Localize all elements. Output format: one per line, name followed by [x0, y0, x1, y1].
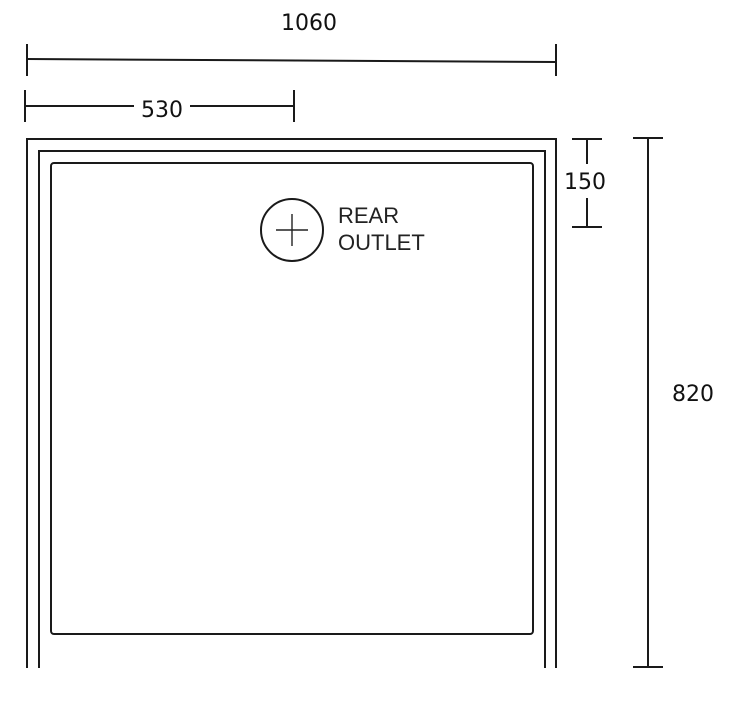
dimension-overall-width: 1060 — [26, 11, 557, 76]
dimension-label-overall-width: 1060 — [281, 11, 337, 36]
dimension-label-half-width: 530 — [141, 98, 183, 123]
dimension-outlet-offset: 150 — [564, 138, 606, 228]
outlet-label-line1: REAR — [338, 203, 399, 228]
dimension-label-overall-depth: 820 — [672, 382, 714, 407]
dimension-label-outlet-offset: 150 — [564, 170, 606, 195]
tray-outer-edge — [26, 138, 557, 668]
shower-tray-outline — [26, 138, 557, 668]
rear-outlet: REAR OUTLET — [260, 198, 425, 262]
tray-base — [50, 162, 534, 635]
outlet-label-line2: OUTLET — [338, 230, 425, 255]
dimension-line-overall-width — [26, 58, 557, 63]
dimension-half-width: 530 — [24, 90, 295, 123]
dimension-overall-depth: 820 — [633, 137, 714, 668]
tray-inner-edge — [38, 150, 546, 668]
outlet-circle — [260, 198, 324, 262]
